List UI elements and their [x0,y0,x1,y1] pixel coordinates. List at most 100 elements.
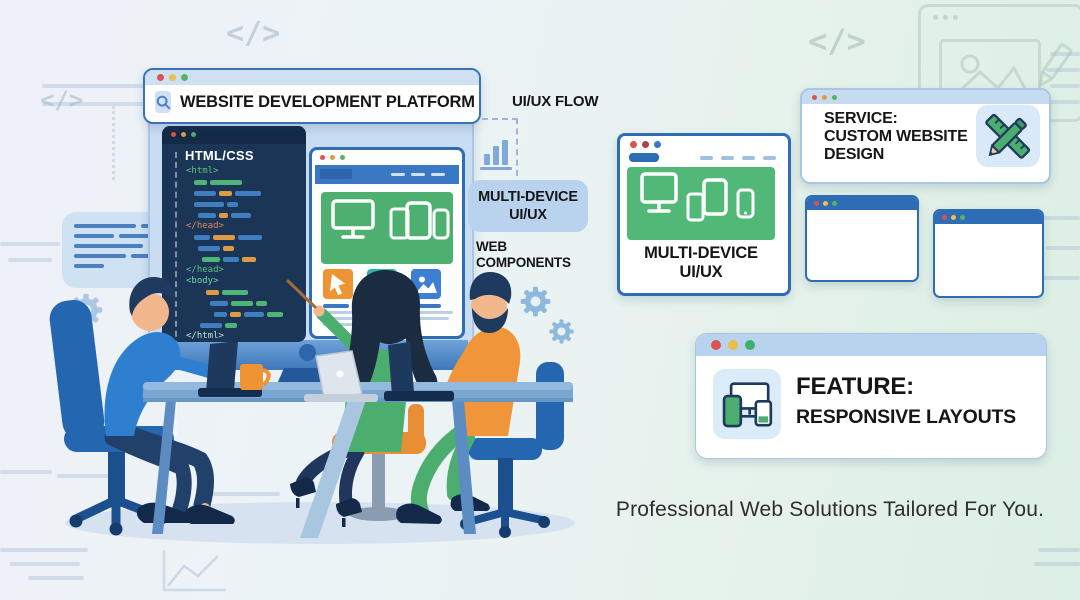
nav-link [391,173,405,176]
preview-hero [321,192,453,264]
code-editor-titlebar [162,126,306,144]
device-caption-line1: MULTI-DEVICE [644,244,758,262]
search-icon [156,95,171,110]
cursor-icon [330,274,345,296]
bg-line [1034,562,1080,566]
tile-cursor [323,269,353,299]
code-bar-line [198,210,302,221]
empty-window-titlebar [807,197,917,210]
devices-icon [331,199,450,240]
device-window-caption: MULTI-DEVICE UI/UX [620,244,782,282]
code-bar-line [210,298,302,309]
code-bar-line [194,199,302,210]
tile-pencil [367,269,397,299]
multi-device-badge-line2: UI/UX [509,207,547,223]
feature-card-titlebar [696,334,1046,356]
code-bar-line [214,309,302,320]
toolbar-pill [629,153,659,162]
uiux-flow-label: UI/UX FLOW [512,93,599,110]
code-icon: </> [808,22,866,60]
monitor-bezel-dot [299,344,316,361]
multi-device-badge: MULTI-DEVICE UI/UX [468,180,588,232]
search-row: WEBSITE DEVELOPMENT PLATFORM [145,85,479,113]
service-line1: SERVICE: [824,110,898,127]
web-components-label: WEB COMPONENTS [476,239,571,271]
code-gutter [175,152,177,456]
preview-text-columns [323,304,453,326]
bg-line [10,562,80,566]
code-icon: </> [226,16,281,51]
bg-line [0,242,60,246]
empty-window [805,195,919,282]
service-icon-tile [976,105,1040,167]
speech-bubble-line [74,254,162,258]
feature-card: FEATURE: RESPONSIVE LAYOUTS [695,333,1047,459]
bg-line [28,576,84,580]
bg-line [1050,84,1080,88]
web-components-line1: WEB [476,239,507,254]
code-bar-line [198,243,302,254]
search-bar-title: WEBSITE DEVELOPMENT PLATFORM [180,92,475,111]
preview-logo-block [320,169,352,179]
toolbar-dash [721,156,734,160]
empty-window-titlebar [935,211,1042,224]
preview-navbar [315,165,459,184]
bar-chart-icon [478,136,514,172]
code-icon: </> [40,86,84,114]
service-line3: DESIGN [824,146,885,163]
window-dots [711,340,755,350]
window-dots [814,201,837,206]
service-card: SERVICE: CUSTOM WEBSITE DESIGN [800,88,1051,184]
bg-line [100,428,170,432]
device-caption-line2: UI/UX [679,263,723,281]
window-dots [162,126,306,137]
responsive-devices-icon [722,382,773,428]
nav-link [411,173,425,176]
code-bar-line [202,254,302,265]
code-bar-line [206,287,302,298]
bg-line [42,84,182,88]
code-tag-line: <html> [186,166,219,176]
code-title: HTML/CSS [185,148,254,163]
window-dots [620,136,788,148]
flow-connector-horizontal [482,118,518,120]
bg-line [210,492,280,496]
dotted-guide [112,106,115,180]
search-browser-bar: WEBSITE DEVELOPMENT PLATFORM [143,68,481,124]
bg-line [1048,100,1080,104]
web-components-line2: COMPONENTS [476,255,571,270]
sketch-window-dots [933,15,958,20]
ruler-pencil-icon [985,113,1031,159]
pencil-icon [373,274,392,293]
preview-browser-window [309,147,465,339]
gear-icon [520,286,551,317]
window-dots [942,215,965,220]
bg-line [57,474,111,478]
window-dots [312,150,462,160]
device-window-hero [627,167,775,240]
gear-icon [69,293,103,327]
code-tag-line: <body> [186,276,219,286]
code-tag-line: </html> [186,331,224,341]
window-dots [157,74,188,81]
service-card-titlebar [802,90,1049,104]
code-editor-window: HTML/CSS <html></head></head><body></htm… [162,126,306,456]
tagline: Professional Web Solutions Tailored For … [615,498,1045,521]
code-bar-line [194,188,302,199]
feature-title: FEATURE: [796,373,914,400]
device-window-toolbar [620,153,782,165]
service-line2: CUSTOM WEBSITE [824,128,968,145]
code-tag-line: </head> [186,221,224,231]
code-bar-line [200,320,302,331]
zigzag-chart-sketch [162,550,226,592]
bg-line [470,456,514,460]
code-lines: <html></head></head><body></html> [184,166,302,342]
empty-window [933,209,1044,298]
image-icon [416,276,437,293]
tile-image [411,269,441,299]
bg-line [1046,68,1080,72]
bg-line [0,470,52,474]
feature-subtitle: RESPONSIVE LAYOUTS [796,406,1016,428]
bg-line [42,102,146,106]
